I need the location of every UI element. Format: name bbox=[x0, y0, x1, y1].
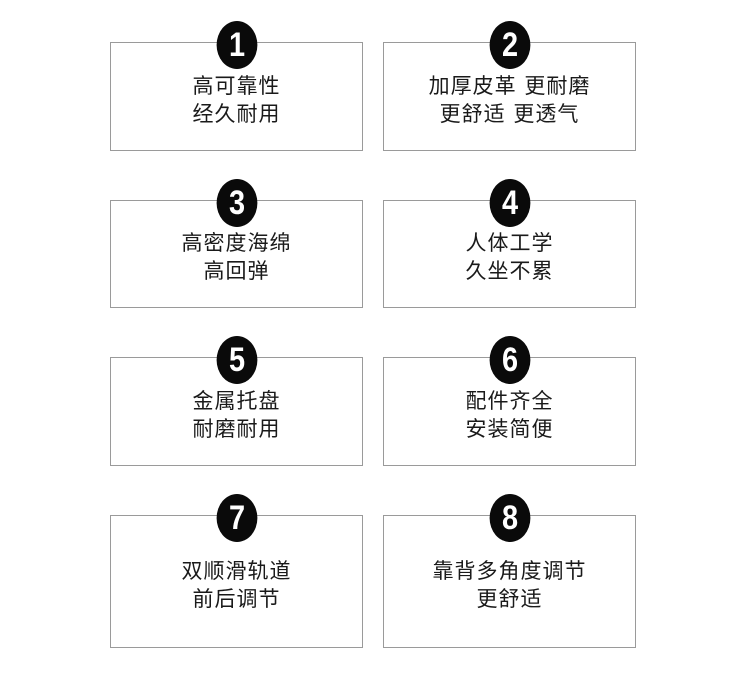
number-badge: 3 bbox=[216, 179, 258, 227]
feature-line-2: 久坐不累 bbox=[465, 259, 554, 283]
feature-line-1: 人体工学 bbox=[465, 231, 554, 255]
feature-line-1: 加厚皮革 更耐磨 bbox=[428, 73, 591, 98]
feature-line-1: 双顺滑轨道 bbox=[181, 558, 292, 583]
number-badge: 2 bbox=[489, 21, 531, 69]
feature-line-2: 高回弹 bbox=[203, 259, 270, 283]
feature-line-1: 高可靠性 bbox=[192, 73, 281, 98]
feature-line-2: 耐磨耐用 bbox=[192, 416, 281, 441]
feature-line-1: 金属托盘 bbox=[192, 388, 281, 413]
feature-line-1: 高密度海绵 bbox=[181, 231, 292, 255]
feature-line-2: 前后调节 bbox=[192, 586, 281, 611]
number-badge: 6 bbox=[489, 336, 531, 384]
feature-line-1: 靠背多角度调节 bbox=[432, 558, 587, 583]
feature-line-2: 经久耐用 bbox=[192, 101, 281, 126]
feature-line-1: 配件齐全 bbox=[465, 388, 554, 413]
feature-line-2: 更舒适 bbox=[476, 586, 543, 611]
number-badge: 5 bbox=[216, 336, 258, 384]
number-badge: 1 bbox=[216, 21, 258, 69]
number-badge: 8 bbox=[489, 494, 531, 542]
feature-line-2: 安装简便 bbox=[465, 416, 554, 441]
number-badge: 4 bbox=[489, 179, 531, 227]
number-badge: 7 bbox=[216, 494, 258, 542]
feature-line-2: 更舒适 更透气 bbox=[439, 101, 580, 126]
